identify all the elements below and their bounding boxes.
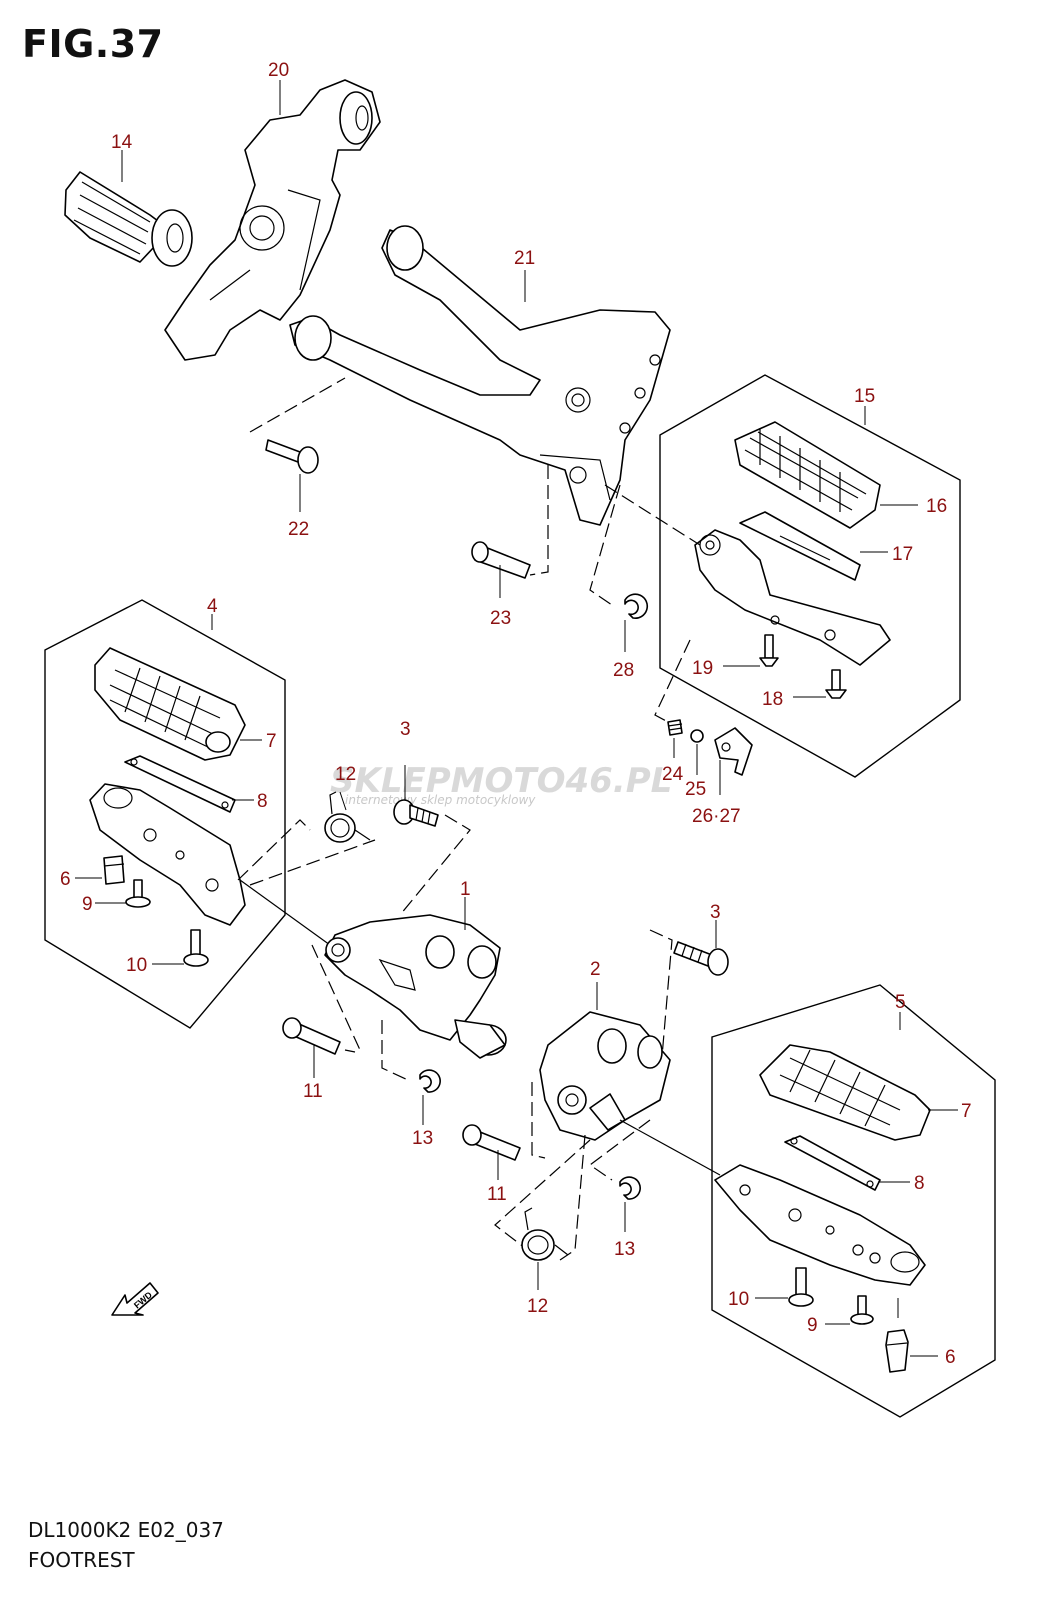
bolt-3-upper bbox=[393, 765, 471, 916]
callout-9-right: 9 bbox=[807, 1315, 818, 1336]
callout-labels: 20 14 21 22 15 16 17 23 28 19 18 4 7 8 6… bbox=[60, 60, 972, 1368]
callout-11-right: 11 bbox=[487, 1184, 507, 1205]
pin-11-right bbox=[462, 1124, 521, 1180]
box-4 bbox=[44, 599, 331, 1029]
callout-25: 25 bbox=[685, 779, 706, 800]
callout-9-left: 9 bbox=[82, 894, 93, 915]
callout-13-left: 13 bbox=[412, 1128, 433, 1149]
bolt-3-lower bbox=[649, 920, 729, 1081]
bolt-22 bbox=[249, 377, 346, 512]
callout-20: 20 bbox=[268, 60, 289, 81]
model-code: DL1000K2 E02_037 bbox=[28, 1518, 224, 1542]
circlip-13-left bbox=[419, 1069, 441, 1125]
callout-8-right: 8 bbox=[914, 1173, 925, 1194]
callout-16: 16 bbox=[926, 496, 947, 517]
circlip-28 bbox=[589, 484, 649, 652]
callout-23: 23 bbox=[490, 608, 511, 629]
callout-12-upper: 12 bbox=[335, 764, 356, 785]
callout-15: 15 bbox=[854, 386, 875, 407]
callout-24: 24 bbox=[662, 764, 684, 785]
callout-7-left: 7 bbox=[266, 731, 277, 752]
callout-19: 19 bbox=[692, 658, 713, 679]
callout-11-left: 11 bbox=[303, 1081, 323, 1102]
callout-4: 4 bbox=[207, 596, 218, 617]
spring-12-lower bbox=[521, 1207, 569, 1290]
figure-title: FIG.37 bbox=[22, 22, 164, 66]
callout-8-left: 8 bbox=[257, 791, 268, 812]
watermark-tagline: internetowy sklep motocyklowy bbox=[345, 793, 536, 807]
callout-17: 17 bbox=[892, 544, 913, 565]
pin-23 bbox=[471, 465, 549, 598]
callout-14: 14 bbox=[111, 132, 133, 153]
callout-6-left: 6 bbox=[60, 869, 71, 890]
detent-parts bbox=[654, 639, 753, 795]
callout-3-upper: 3 bbox=[400, 719, 411, 740]
callout-3-lower: 3 bbox=[710, 902, 721, 923]
callout-13-right: 13 bbox=[614, 1239, 635, 1260]
pin-11-left bbox=[282, 1017, 341, 1078]
callout-21: 21 bbox=[514, 248, 535, 269]
circlip-13-right bbox=[619, 1176, 641, 1232]
callout-22: 22 bbox=[288, 519, 309, 540]
watermark: SKLEPMOTO46.PL internetowy sklep motocyk… bbox=[330, 761, 672, 807]
callout-28: 28 bbox=[613, 660, 634, 681]
box-5 bbox=[711, 984, 996, 1418]
section-name: FOOTREST bbox=[28, 1548, 135, 1572]
callout-10-right: 10 bbox=[728, 1289, 749, 1310]
watermark-brand: SKLEPMOTO46.PL bbox=[330, 761, 672, 801]
box-15 bbox=[604, 374, 961, 778]
fwd-direction-arrow: FWD bbox=[111, 1282, 159, 1316]
bracket-1 bbox=[311, 897, 507, 1081]
rear-bracket-assembly bbox=[64, 79, 381, 361]
callout-7-right: 7 bbox=[961, 1101, 972, 1122]
main-bracket-assembly bbox=[289, 225, 671, 526]
callout-12-lower: 12 bbox=[527, 1296, 548, 1317]
callout-6-right: 6 bbox=[945, 1347, 956, 1368]
callout-5: 5 bbox=[895, 992, 906, 1013]
callout-2: 2 bbox=[590, 959, 601, 980]
callout-18: 18 bbox=[762, 689, 783, 710]
bracket-2 bbox=[494, 982, 721, 1261]
callout-1: 1 bbox=[460, 879, 471, 900]
callout-10-left: 10 bbox=[126, 955, 147, 976]
spring-12-upper bbox=[237, 791, 376, 886]
callout-26-27: 26·27 bbox=[692, 806, 741, 827]
